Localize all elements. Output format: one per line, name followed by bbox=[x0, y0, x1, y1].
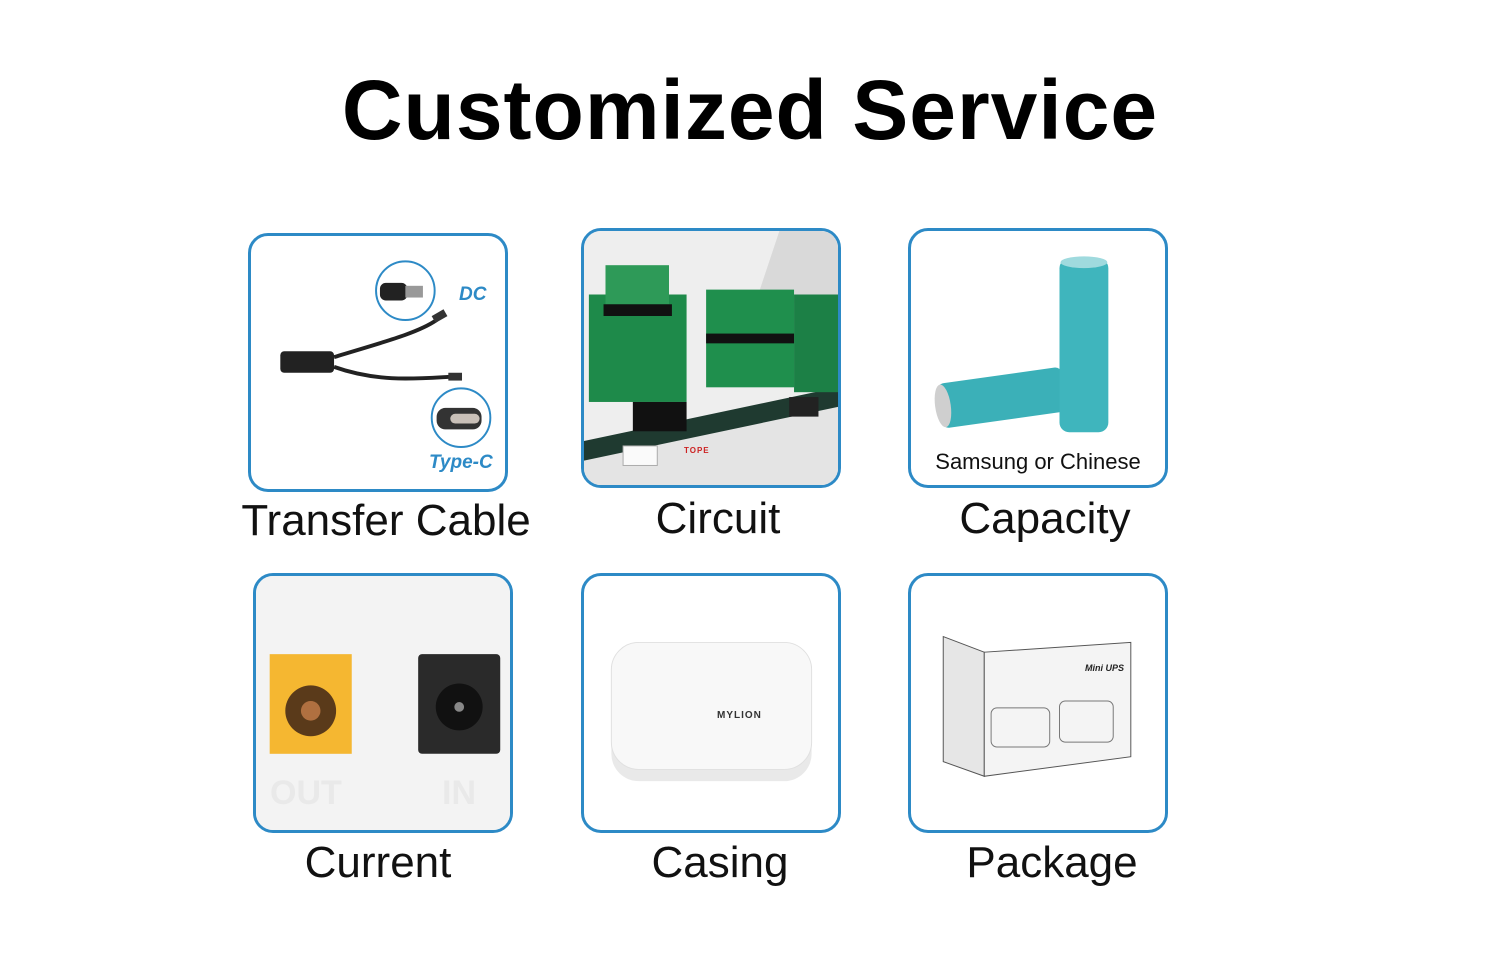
page-title: Customized Service bbox=[341, 63, 1159, 157]
in-port-label: IN bbox=[442, 774, 476, 812]
type-c-tag: Type-C bbox=[429, 452, 493, 473]
dc-tag: DC bbox=[459, 284, 487, 305]
ports-image bbox=[256, 576, 510, 830]
capacity-label: Capacity bbox=[959, 494, 1131, 543]
mylion-logo: MYLION bbox=[717, 710, 762, 721]
casing-image bbox=[610, 641, 813, 782]
package-label: Package bbox=[966, 838, 1138, 887]
casing-label: Casing bbox=[651, 838, 789, 887]
battery-caption: Samsung or Chinese bbox=[935, 449, 1141, 474]
casing-card: MYLION bbox=[581, 573, 841, 833]
tope-panel-label: TOPE bbox=[684, 446, 710, 455]
battery-image bbox=[934, 256, 1109, 433]
transfer-cable-label: Transfer Cable bbox=[241, 496, 531, 545]
transfer-cable-card: DC Type-C bbox=[248, 233, 508, 492]
out-port-label: OUT bbox=[270, 774, 342, 812]
cable-image bbox=[280, 260, 492, 448]
current-card: OUT IN bbox=[253, 573, 513, 833]
package-card: Mini UPS bbox=[908, 573, 1168, 833]
mini-ups-box-text: Mini UPS bbox=[1085, 663, 1125, 673]
circuit-image bbox=[584, 231, 838, 485]
package-image bbox=[942, 635, 1132, 777]
capacity-card: Samsung or Chinese bbox=[908, 228, 1168, 488]
circuit-label: Circuit bbox=[655, 494, 781, 543]
current-label: Current bbox=[304, 838, 452, 887]
circuit-card: TOPE bbox=[581, 228, 841, 488]
